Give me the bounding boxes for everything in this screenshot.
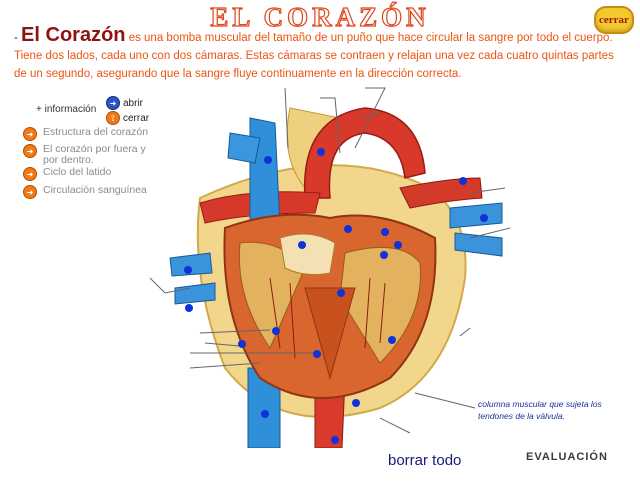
- marker-dot[interactable]: [381, 228, 389, 236]
- arrow-right-icon: ➜: [23, 144, 37, 158]
- marker-dot[interactable]: [238, 340, 246, 348]
- intro-text: es una bomba muscular del tamaño de un p…: [14, 32, 614, 80]
- arrow-right-icon: ➜: [23, 167, 37, 181]
- menu-item-heartbeat-cycle[interactable]: ➜ Ciclo del latido: [23, 167, 153, 181]
- marker-dot[interactable]: [298, 241, 306, 249]
- more-info-label: + información: [36, 104, 97, 115]
- marker-dot[interactable]: [185, 304, 193, 312]
- marker-dots: [184, 148, 488, 444]
- arrow-right-icon: ➜: [23, 127, 37, 141]
- marker-dot[interactable]: [317, 148, 325, 156]
- marker-dot[interactable]: [459, 177, 467, 185]
- menu-item-label: El corazón por fuera y por dentro.: [43, 143, 146, 166]
- evaluation-button[interactable]: EVALUACIÓN: [526, 451, 608, 463]
- marker-dot[interactable]: [331, 436, 339, 444]
- annotation-note: columna muscular que sujeta los tendones…: [478, 399, 602, 421]
- close-info-button[interactable]: ⇧ cerrar: [106, 111, 149, 125]
- close-button[interactable]: cerrar: [594, 6, 634, 34]
- arrow-up-icon: ⇧: [106, 111, 120, 125]
- clear-all-button[interactable]: borrar todo: [388, 452, 462, 469]
- marker-dot[interactable]: [272, 327, 280, 335]
- menu-item-structure[interactable]: ➜ Estructura del corazón: [23, 127, 163, 141]
- marker-dot[interactable]: [184, 266, 192, 274]
- menu-item-label: Circulación sanguínea: [43, 184, 147, 196]
- marker-dot[interactable]: [264, 156, 272, 164]
- marker-dot[interactable]: [394, 241, 402, 249]
- page-title: EL CORAZÓN: [210, 1, 430, 32]
- open-button[interactable]: ➜ abrir: [106, 96, 143, 110]
- marker-dot[interactable]: [380, 251, 388, 259]
- menu-item-blood-circulation[interactable]: ➜ Circulación sanguínea: [23, 185, 163, 199]
- intro-highlight: El Corazón: [21, 24, 126, 46]
- arrow-right-icon: ➜: [106, 96, 120, 110]
- intro-dash: -: [14, 32, 18, 44]
- marker-dot[interactable]: [480, 214, 488, 222]
- marker-dot[interactable]: [261, 410, 269, 418]
- arrow-right-icon: ➜: [23, 185, 37, 199]
- menu-item-label: Ciclo del latido: [43, 166, 112, 178]
- heart-illustration: [149, 87, 510, 448]
- marker-dot[interactable]: [344, 225, 352, 233]
- intro-paragraph: - El Corazón es una bomba muscular del t…: [14, 24, 614, 83]
- menu-item-outside-inside[interactable]: ➜ El corazón por fuera y por dentro.: [23, 144, 158, 166]
- marker-dot[interactable]: [388, 336, 396, 344]
- marker-dot[interactable]: [337, 289, 345, 297]
- marker-dot[interactable]: [313, 350, 321, 358]
- close-info-label: cerrar: [123, 112, 150, 124]
- open-label: abrir: [123, 97, 144, 109]
- marker-dot[interactable]: [352, 399, 360, 407]
- menu-item-label: Estructura del corazón: [43, 126, 149, 138]
